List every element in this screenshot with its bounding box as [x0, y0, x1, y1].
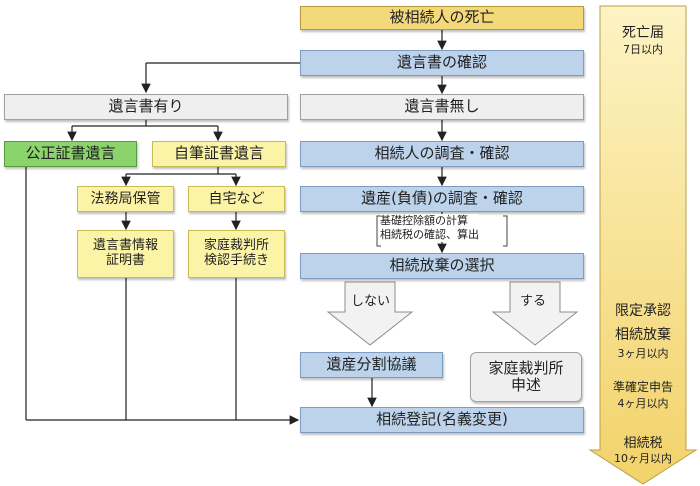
calc-note-line-1: 基礎控除額の計算 [380, 214, 468, 227]
will-certificate-line-1: 遺言書情報 [92, 238, 158, 254]
estate-investigation-node: 遺産(負債)の調査・確認 [300, 186, 584, 212]
timeline-death-notice-deadline: 7日以内 [623, 43, 663, 56]
notarized-will-node: 公正証書遺言 [4, 141, 137, 167]
registration-label: 相続登記(名義変更) [376, 410, 508, 429]
yes-arrow [491, 281, 579, 346]
division-talks-node: 遺産分割協議 [300, 352, 443, 378]
timeline-inheritance-tax: 相続税 [623, 436, 663, 451]
calc-note: 基礎控除額の計算 相続税の確認、算出 [380, 214, 479, 242]
family-court-petition-node: 家庭裁判所 申述 [470, 352, 582, 402]
will-check-label: 遺言書の確認 [396, 53, 487, 72]
death-node: 被相続人の死亡 [300, 6, 584, 30]
death-label: 被相続人の死亡 [389, 8, 495, 27]
notarized-will-label: 公正証書遺言 [25, 144, 116, 163]
will-certificate-node: 遺言書情報 証明書 [77, 230, 174, 278]
division-talks-label: 遺産分割協議 [326, 355, 417, 374]
will-none-label: 遺言書無し [404, 97, 480, 116]
at-home-node: 自宅など [188, 186, 285, 212]
timeline-limited-approval: 限定承認 [615, 303, 671, 319]
holographic-will-label: 自筆証書遺言 [173, 144, 264, 163]
will-none-node: 遺言書無し [300, 94, 584, 120]
family-court-probate-line-1: 家庭裁判所 [203, 238, 269, 254]
timeline-death-notice: 死亡届 [622, 25, 664, 41]
family-court-probate-line-2: 検認手続き [203, 253, 269, 268]
yes-arrow-label: する [520, 294, 547, 309]
timeline-quasi-return-deadline: 4ヶ月以内 [617, 397, 669, 410]
no-arrow-label: しない [351, 294, 391, 309]
will-exists-label: 遺言書有り [108, 97, 184, 116]
timeline-inheritance-tax-deadline: 10ヶ月以内 [614, 452, 672, 465]
timeline-renounce-deadline: 3ヶ月以内 [617, 347, 669, 360]
will-certificate-line-2: 証明書 [105, 253, 145, 268]
timeline-quasi-return: 準確定申告 [612, 380, 673, 394]
heir-investigation-label: 相続人の調査・確認 [374, 144, 510, 163]
family-court-petition-line-1: 家庭裁判所 [488, 358, 564, 377]
family-court-probate-node: 家庭裁判所 検認手続き [188, 230, 285, 278]
legal-bureau-label: 法務局保管 [90, 190, 161, 207]
calc-note-line-2: 相続税の確認、算出 [380, 228, 479, 241]
estate-investigation-label: 遺産(負債)の調査・確認 [361, 189, 523, 208]
at-home-label: 自宅など [208, 190, 265, 207]
will-check-node: 遺言書の確認 [300, 50, 584, 76]
timeline-arrow [588, 5, 698, 485]
renounce-choice-node: 相続放棄の選択 [300, 253, 584, 279]
renounce-choice-label: 相続放棄の選択 [389, 256, 495, 275]
timeline-renounce: 相続放棄 [615, 327, 671, 343]
legal-bureau-node: 法務局保管 [77, 186, 174, 212]
registration-node: 相続登記(名義変更) [300, 407, 584, 433]
will-exists-node: 遺言書有り [4, 94, 288, 120]
heir-investigation-node: 相続人の調査・確認 [300, 141, 584, 167]
holographic-will-node: 自筆証書遺言 [152, 141, 286, 167]
no-arrow [326, 281, 414, 346]
family-court-petition-line-2: 申述 [510, 376, 541, 394]
